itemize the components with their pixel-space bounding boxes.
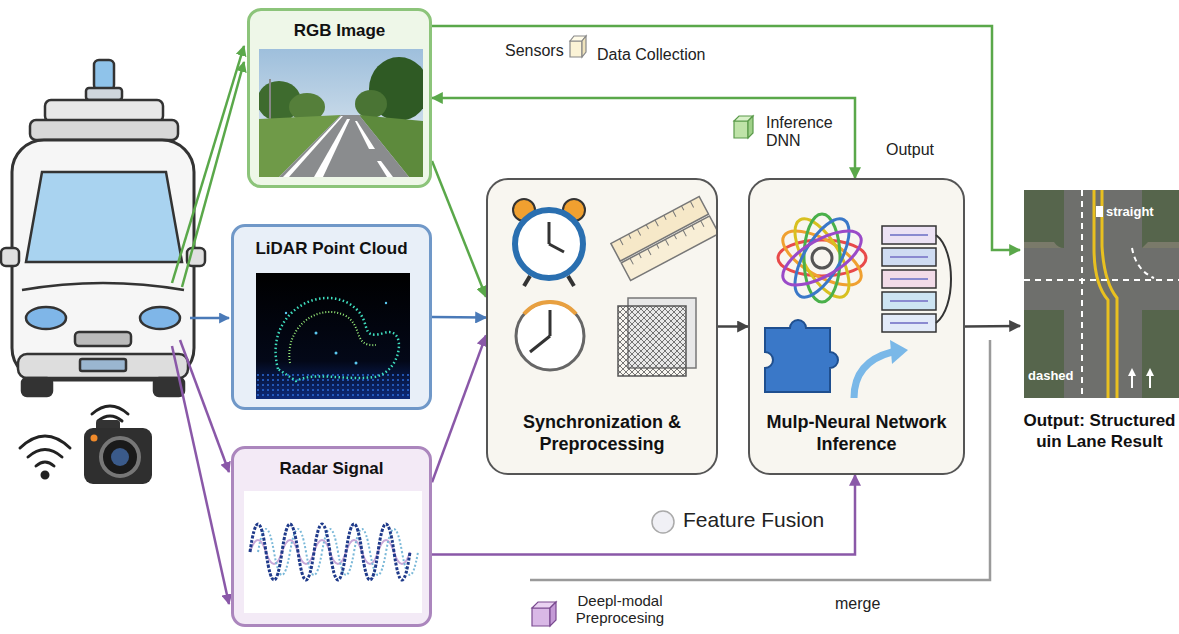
- process-label: Mulp-Neural Network Inference: [758, 412, 955, 455]
- map-label: dashed: [1028, 368, 1098, 384]
- annotation-label: Output: [886, 141, 956, 159]
- output-caption: Output: Structured uin Lane Result: [1020, 411, 1179, 452]
- layer-stack-icon: [882, 226, 951, 332]
- point-cloud-image: [256, 273, 410, 399]
- camera-icon: [84, 420, 152, 484]
- connector-arrow: [432, 98, 855, 178]
- network-icons: [750, 180, 963, 405]
- label-holder: Sensors: [505, 42, 575, 60]
- connector-arrow: [432, 161, 486, 297]
- process-box: Mulp-Neural Network Inference: [748, 178, 965, 475]
- connector-arrow: [432, 316, 486, 319]
- curved-arrow-icon: [854, 340, 908, 398]
- annotation-label: merge: [835, 595, 895, 613]
- process-box: Synchronization & Preprocessing: [486, 178, 718, 475]
- label-holder: merge: [835, 595, 895, 613]
- label-holder: Data Collection: [597, 46, 737, 64]
- connector-arrow: [432, 335, 486, 482]
- output-box: straight dashedOutput: Structured uin Lan…: [1020, 190, 1179, 490]
- ruler-icon: [611, 197, 716, 281]
- swirl-icon: [775, 211, 869, 305]
- radar-waveform: [244, 491, 422, 613]
- box-title: LiDAR Point Cloud: [234, 239, 429, 259]
- alarm-clock-icon: [513, 199, 585, 286]
- annotation-label: Inference DNN: [766, 114, 846, 151]
- annotation-label: Feature Fusion: [683, 508, 843, 532]
- sync-icons: [488, 180, 716, 402]
- sensor-box: RGB Image: [247, 8, 432, 188]
- box-title: Radar Signal: [234, 459, 429, 479]
- sensor-box: Radar Signal: [231, 446, 432, 627]
- mesh-icon: [618, 298, 696, 376]
- map-label: straight: [1106, 204, 1172, 220]
- lane-map-image: [1024, 190, 1179, 398]
- box-title: RGB Image: [250, 21, 429, 41]
- label-holder: Deepl-modal Preprocesing: [560, 592, 680, 627]
- puzzle-icon: [765, 320, 838, 392]
- annotation-label: Data Collection: [597, 46, 737, 64]
- connector-arrow: [718, 325, 748, 328]
- fusion-dot: [652, 511, 674, 533]
- label-holder: Output: [886, 141, 956, 159]
- clock-icon: [516, 302, 584, 370]
- road-photo: [259, 49, 423, 177]
- annotation-label: Sensors: [505, 42, 575, 60]
- sensor-box: LiDAR Point Cloud: [231, 224, 432, 410]
- connector-arrow: [432, 475, 855, 555]
- process-label: Synchronization & Preprocessing: [496, 412, 708, 455]
- car-illustration: [1, 60, 205, 396]
- label-holder: Feature Fusion: [683, 508, 843, 532]
- annotation-label: Deepl-modal Preprocesing: [560, 592, 680, 627]
- connector-arrow: [965, 325, 1020, 328]
- label-holder: Inference DNN: [766, 114, 846, 151]
